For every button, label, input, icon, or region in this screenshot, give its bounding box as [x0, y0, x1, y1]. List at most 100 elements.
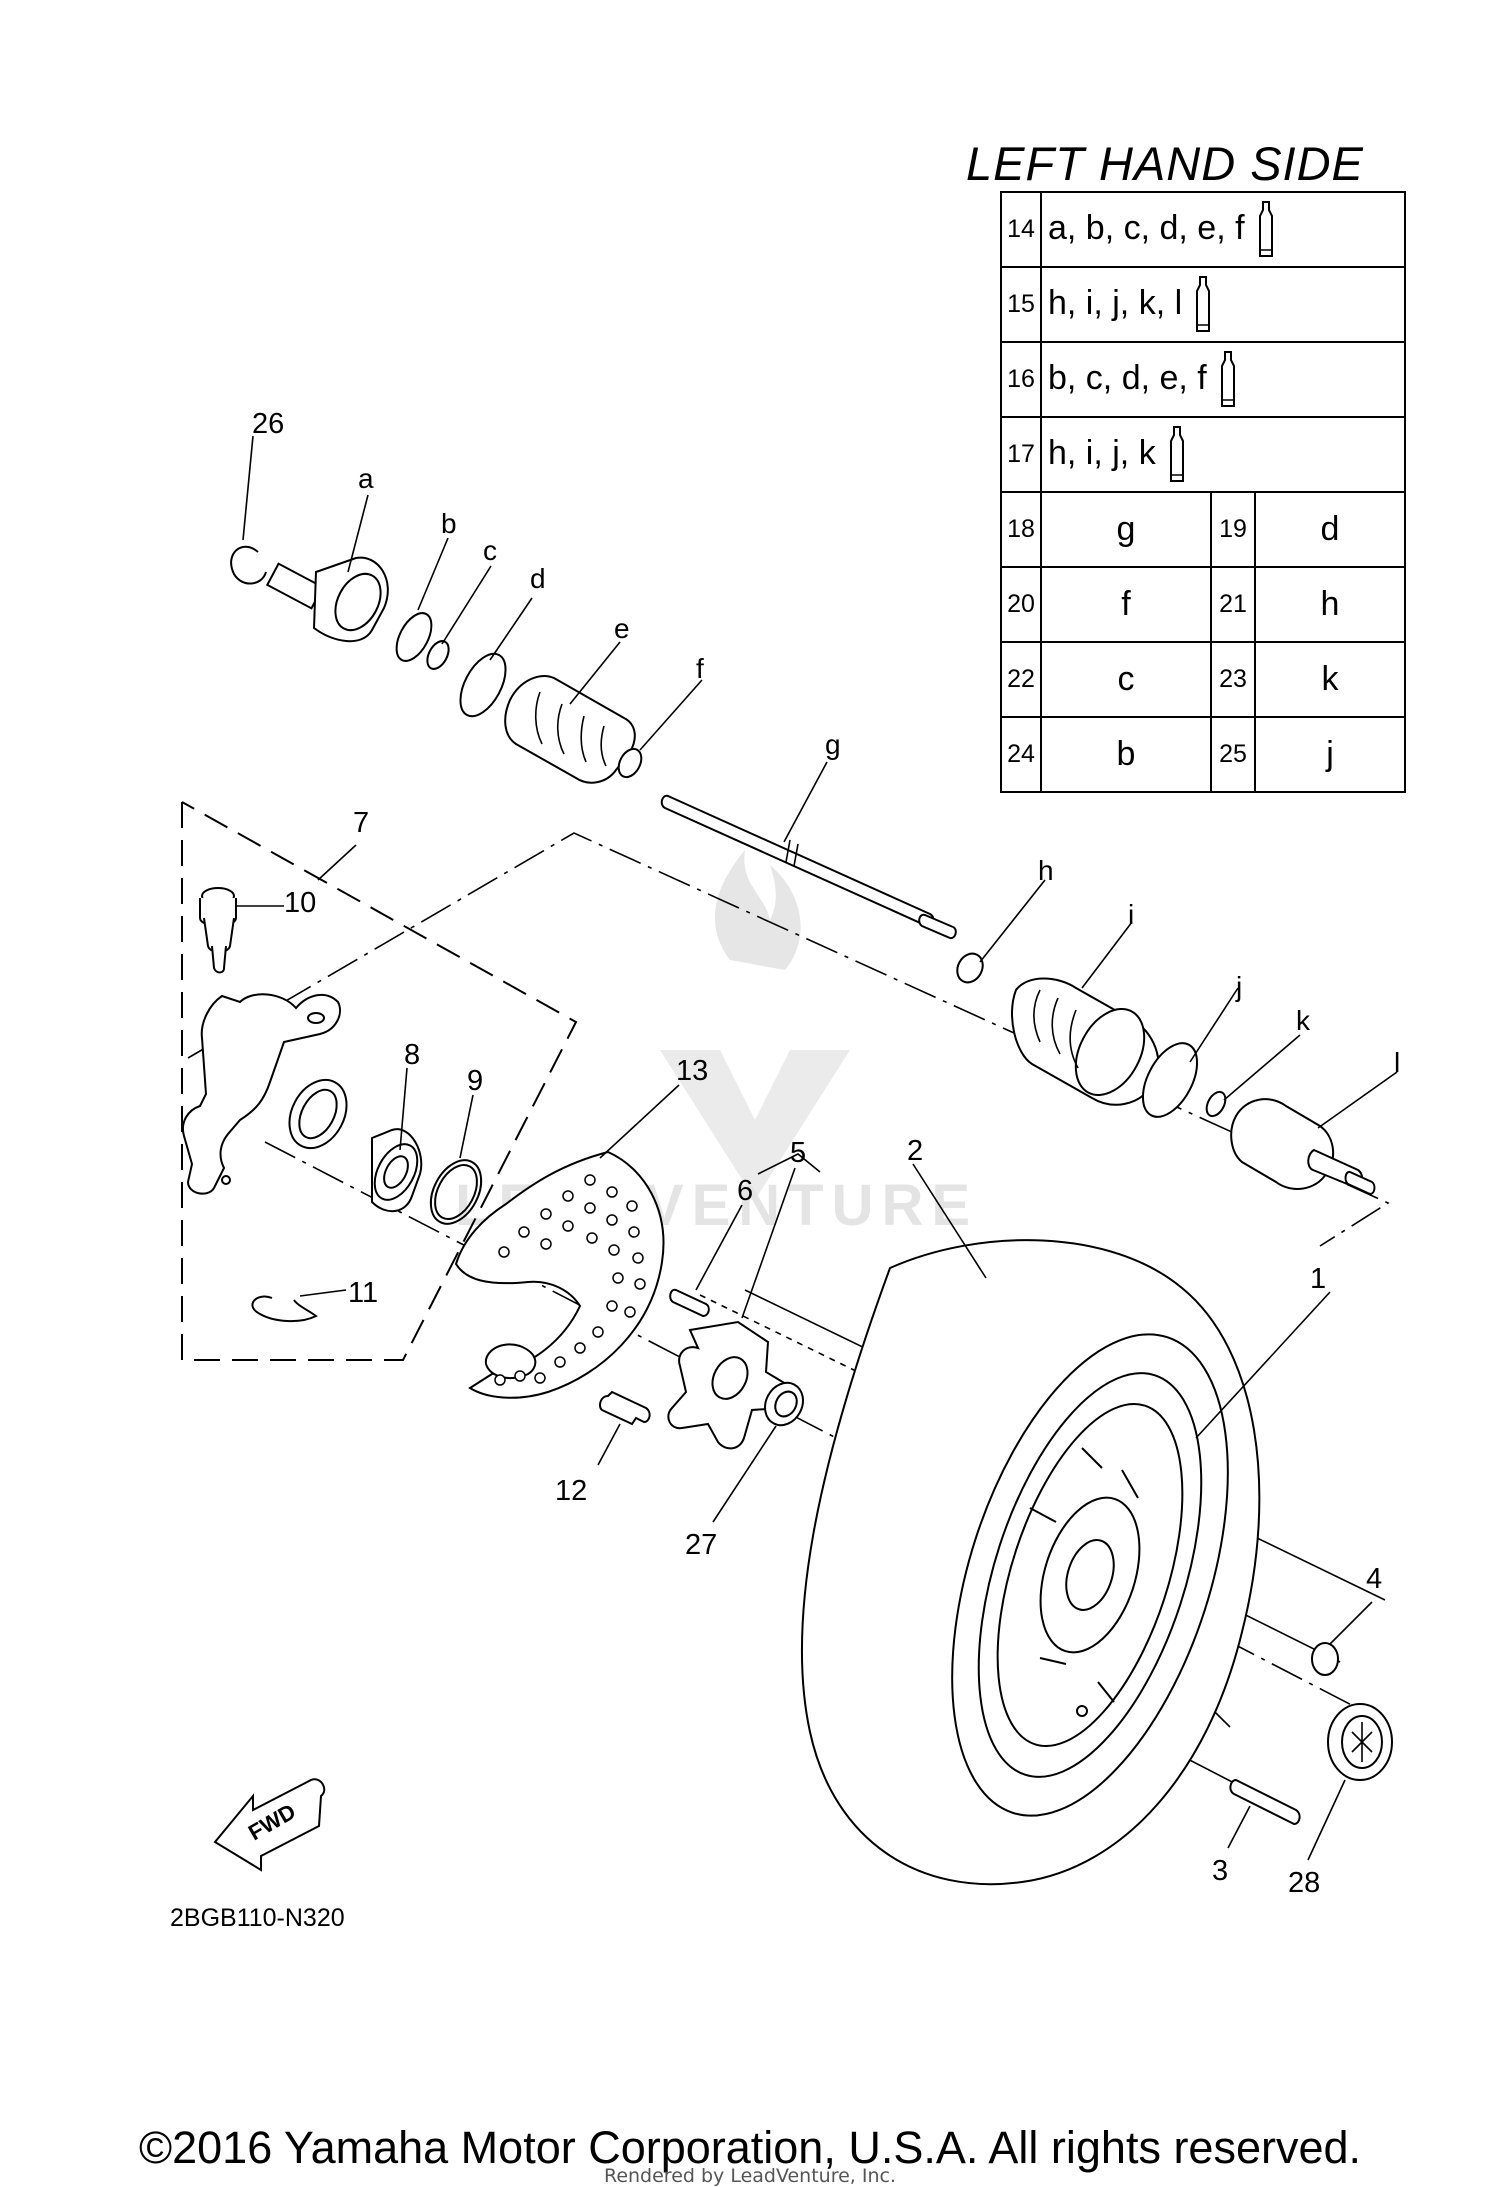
- label-k: k: [1296, 1005, 1311, 1036]
- ref-number: 18: [1000, 491, 1042, 568]
- assembly-frame-line: [187, 832, 1390, 1247]
- part-letter-labels: a b c d e f g h i j k l: [358, 463, 1400, 1078]
- ref-number: 22: [1000, 641, 1042, 718]
- label-8: 8: [404, 1039, 420, 1071]
- table-row: 14 a, b, c, d, e, f: [1000, 191, 1406, 268]
- part-number-labels: 26 10 7 8 9 13 5 6 2 1 11 12 27 4 3 28: [252, 408, 1382, 1899]
- ref-number: 25: [1210, 716, 1256, 793]
- part-brake-disc: [454, 1150, 665, 1399]
- part-circlip-c: [426, 640, 450, 670]
- ref-number: 20: [1000, 566, 1042, 643]
- leader-lines: [236, 435, 1398, 1861]
- label-5: 5: [790, 1137, 806, 1169]
- label-j: j: [1235, 971, 1242, 1002]
- label-l: l: [1394, 1047, 1400, 1078]
- part-steering-knuckle: [182, 993, 348, 1195]
- label-c: c: [483, 535, 497, 566]
- fwd-arrow-icon: FWD: [213, 1778, 326, 1872]
- label-f: f: [696, 653, 704, 684]
- part-circlip-26: [230, 545, 267, 585]
- label-d: d: [530, 563, 546, 594]
- part-boot-band-f: [617, 747, 643, 779]
- label-3: 3: [1212, 1855, 1228, 1887]
- ref-letter: f: [1040, 566, 1212, 643]
- label-b: b: [441, 508, 457, 539]
- part-circlip-k: [1205, 1090, 1227, 1118]
- ref-letter: d: [1254, 491, 1406, 568]
- part-cotter-11: [251, 1295, 318, 1322]
- ref-letter: h: [1254, 566, 1406, 643]
- hub-dotted-line: [699, 1294, 1101, 1491]
- ref-letter: k: [1254, 641, 1406, 718]
- knuckle-group-outline: [181, 801, 578, 1361]
- label-9: 9: [467, 1065, 483, 1097]
- grease-tube-icon: [1220, 350, 1235, 407]
- label-10: 10: [284, 887, 316, 919]
- label-2: 2: [907, 1135, 923, 1167]
- part-boot-band-h: [956, 952, 984, 984]
- part-wheel-nut: [1311, 1642, 1339, 1676]
- ref-letter: b: [1040, 716, 1212, 793]
- label-13: 12: [555, 1475, 587, 1507]
- ref-number: 24: [1000, 716, 1042, 793]
- kit-contents: b, c, d, e, f: [1040, 341, 1406, 418]
- label-28: 28: [1288, 1867, 1320, 1899]
- part-disc-bolt: [599, 1390, 651, 1426]
- kit-number: 17: [1000, 416, 1042, 493]
- label-26: 26: [252, 408, 284, 440]
- label-a: a: [358, 463, 374, 494]
- part-o-ring-b: [395, 612, 433, 662]
- part-axle-nut: [764, 1381, 804, 1427]
- part-tire-wheel: [800, 1239, 1261, 1886]
- part-cv-joint-inner: [1230, 1098, 1376, 1196]
- diagram-code: 2BGB110-N320: [170, 1904, 345, 1932]
- ref-letter: j: [1254, 716, 1406, 793]
- label-11: 11: [348, 1277, 378, 1309]
- table-row: 15 h, i, j, k, l: [1000, 266, 1406, 343]
- ref-letter: c: [1040, 641, 1212, 718]
- part-hub-cap: [1327, 1703, 1393, 1781]
- part-valve-stem: [1229, 1778, 1301, 1826]
- part-boot-e: [504, 675, 636, 784]
- ref-number: 23: [1210, 641, 1256, 718]
- table-row: 20 f 21 h: [1000, 566, 1406, 643]
- kit-contents: a, b, c, d, e, f: [1040, 191, 1406, 268]
- part-circlip-9: [429, 1159, 483, 1225]
- part-boot-band-j: [1141, 1042, 1199, 1118]
- table-row: 17 h, i, j, k: [1000, 416, 1406, 493]
- grease-tube-icon: [1196, 275, 1211, 332]
- label-4: 4: [1366, 1563, 1382, 1595]
- part-hub-bolt: [669, 1288, 710, 1318]
- table-title: LEFT HAND SIDE: [966, 137, 1364, 190]
- kit-number: 14: [1000, 191, 1042, 268]
- part-ball-joint: [199, 887, 237, 974]
- label-h: h: [1038, 855, 1054, 886]
- kit-number: 15: [1000, 266, 1042, 343]
- kit-contents: h, i, j, k, l: [1040, 266, 1406, 343]
- part-cv-joint-outer: [265, 556, 389, 643]
- label-e: e: [614, 613, 630, 644]
- label-g: g: [825, 729, 841, 760]
- kit-number: 16: [1000, 341, 1042, 418]
- grease-tube-icon: [1258, 200, 1273, 257]
- part-boot-band-d: [459, 652, 507, 718]
- ref-number: 21: [1210, 566, 1256, 643]
- label-1: 1: [1310, 1263, 1326, 1295]
- part-wheel-bearing: [371, 1128, 423, 1212]
- table-row: 24 b 25 j: [1000, 716, 1406, 793]
- kit-table: 14 a, b, c, d, e, f 15 h, i, j, k, l 16 …: [1000, 191, 1406, 793]
- hub-bracket: [757, 1153, 821, 1175]
- part-circlip-9-inner: [434, 1164, 478, 1220]
- table-row: 16 b, c, d, e, f: [1000, 341, 1406, 418]
- label-27: 27: [685, 1529, 717, 1561]
- label-7: 7: [353, 807, 369, 839]
- copyright-notice: ©2016 Yamaha Motor Corporation, U.S.A. A…: [138, 2122, 1362, 2173]
- ref-number: 19: [1210, 491, 1256, 568]
- part-shaft-g: [660, 794, 957, 940]
- rendered-by-notice: Rendered by LeadVenture, Inc.: [603, 2165, 897, 2187]
- table-row: 18 g 19 d: [1000, 491, 1406, 568]
- table-row: 22 c 23 k: [1000, 641, 1406, 718]
- kit-contents: h, i, j, k: [1040, 416, 1406, 493]
- label-12: 13: [676, 1055, 708, 1087]
